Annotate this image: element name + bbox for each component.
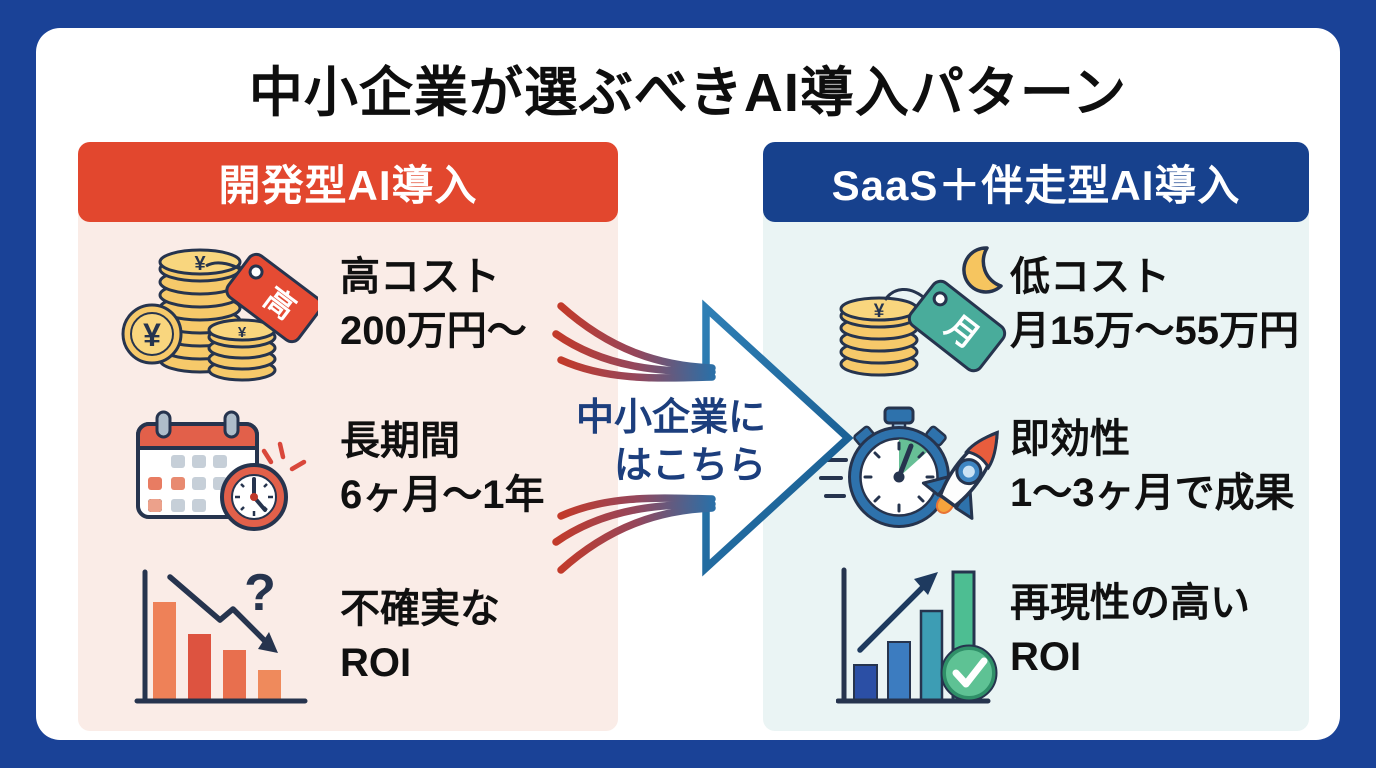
coins-monthly-tag-moon-icon: ¥ 月 xyxy=(835,238,1037,395)
panel-saas-ai: SaaS＋伴走型AI導入 ¥ 月 低コスト 月15 xyxy=(763,142,1309,731)
yen-glyph: ¥ xyxy=(238,324,247,341)
saas-item-quick-results: 即効性 1〜3ヶ月で成果 xyxy=(763,398,1309,563)
yen-glyph: ¥ xyxy=(143,317,161,353)
dev-item-line1: 長期間 xyxy=(340,419,460,463)
speed-swoosh-bottom xyxy=(552,494,716,574)
saas-item-text: 低コスト 月15万〜55万円 xyxy=(1010,250,1299,358)
arrow-fill xyxy=(706,308,848,568)
dev-item-line2: 200万円〜 xyxy=(340,309,527,353)
saas-item-line1: 再現性の高い xyxy=(1010,581,1250,625)
saas-item-line2: 月15万〜55万円 xyxy=(1010,309,1299,353)
dev-item-high-cost: ¥ ¥ ¥ 高 高コスト 200万円〜 xyxy=(78,238,618,403)
callout-line1: 中小企業に xyxy=(575,397,766,439)
page-title: 中小企業が選ぶべきAI導入パターン xyxy=(248,63,1128,123)
rising-chart-check-icon xyxy=(835,556,1008,723)
yen-coins-price-tag-icon: ¥ ¥ ¥ 高 xyxy=(116,238,323,395)
arrow-outline xyxy=(702,299,854,577)
panel-development-header: 開発型AI導入 xyxy=(78,142,618,222)
center-callout: 中小企業に はこちら xyxy=(562,394,780,490)
panel-development-ai: 開発型AI導入 ¥ ¥ ¥ xyxy=(78,142,618,731)
speed-swoosh-top xyxy=(552,302,716,382)
center-arrow-graphic xyxy=(552,299,854,577)
yen-glyph: ¥ xyxy=(194,253,206,275)
dev-item-uncertain-roi: ? 不確実な ROI xyxy=(78,560,618,725)
dev-item-line1: 高コスト xyxy=(340,255,500,299)
declining-chart-icon: ? xyxy=(115,560,317,727)
saas-item-line2: 1〜3ヶ月で成果 xyxy=(1010,471,1295,515)
dev-item-long-period: 長期間 6ヶ月〜1年 xyxy=(78,400,618,565)
saas-item-line2: ROI xyxy=(1010,635,1082,679)
stopwatch-rocket-icon xyxy=(818,398,1035,555)
yen-glyph: ¥ xyxy=(874,301,885,322)
dev-item-text: 長期間 6ヶ月〜1年 xyxy=(340,414,545,522)
saas-item-line1: 低コスト xyxy=(1010,255,1170,299)
saas-item-line1: 即効性 xyxy=(1010,417,1130,461)
question-mark-glyph: ? xyxy=(244,564,276,622)
dev-item-text: 不確実な ROI xyxy=(340,582,500,690)
saas-item-reproducible-roi: 再現性の高い ROI xyxy=(763,556,1309,721)
saas-item-text: 即効性 1〜3ヶ月で成果 xyxy=(1010,412,1295,520)
dev-item-text: 高コスト 200万円〜 xyxy=(340,250,527,358)
dev-item-line1: 不確実な xyxy=(340,587,500,631)
dev-item-line2: ROI xyxy=(340,641,412,685)
saas-item-low-cost: ¥ 月 低コスト 月15万〜55万円 xyxy=(763,238,1309,403)
dev-item-line2: 6ヶ月〜1年 xyxy=(340,473,545,517)
callout-line2: はこちら xyxy=(613,445,766,487)
saas-item-text: 再現性の高い ROI xyxy=(1010,576,1250,684)
panel-saas-header: SaaS＋伴走型AI導入 xyxy=(763,142,1309,222)
calendar-clock-icon xyxy=(115,400,317,557)
